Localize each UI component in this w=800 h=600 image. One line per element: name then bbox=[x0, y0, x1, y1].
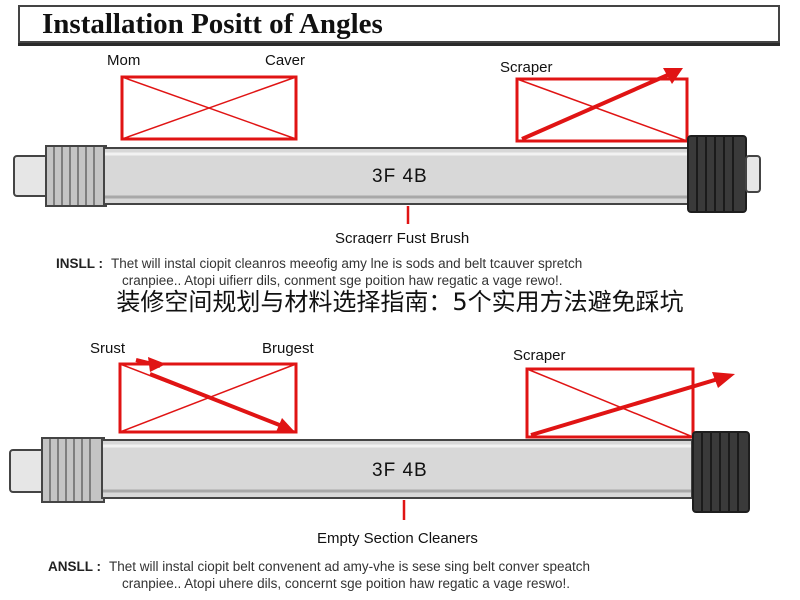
top-conveyor-tube bbox=[13, 135, 761, 213]
bottom-diagonal-arrow bbox=[149, 372, 283, 428]
top-left-cleaner-box bbox=[120, 75, 298, 141]
top-diagram: Mom Caver Scraper 3F 4B Scragerr Fust bbox=[13, 52, 761, 244]
bottom-conveyor-tube bbox=[9, 431, 750, 513]
arrow-head-icon bbox=[712, 372, 735, 388]
bottom-note-line-2: cranpiee.. Atopi uhere dils, concernt sg… bbox=[122, 576, 571, 591]
bottom-diagram: Srust Brugest Scraper 3F 4B Emp bbox=[9, 340, 750, 547]
bottom-tube-label: 3F 4B bbox=[372, 460, 428, 481]
top-caption: Scragerr Fust Brush bbox=[335, 230, 469, 244]
top-scraper-arrow bbox=[521, 72, 671, 141]
top-note-line-2: cranpiee.. Atopi uifierr dils, conment s… bbox=[122, 273, 563, 288]
arrow-head-icon bbox=[276, 418, 294, 432]
top-note-lead: INSLL : bbox=[56, 256, 103, 271]
bottom-label-left-1: Srust bbox=[90, 340, 126, 357]
bottom-note: ANSLL : Thet will instal ciopit belt conv… bbox=[48, 558, 778, 592]
title-bar: Installation Positt of Angles bbox=[18, 5, 780, 43]
bottom-caption: Empty Section Cleaners bbox=[317, 530, 478, 547]
bottom-scraper-arrow bbox=[530, 377, 719, 437]
top-tube-label: 3F 4B bbox=[372, 166, 428, 187]
top-note-line-1: Thet will instal ciopit cleanros meeofig… bbox=[111, 256, 583, 271]
arrow-head-icon bbox=[663, 68, 683, 84]
top-label-left-1: Mom bbox=[107, 52, 140, 69]
bottom-label-left-2: Brugest bbox=[262, 340, 315, 357]
arrow-head-icon bbox=[148, 357, 166, 372]
bottom-note-lead: ANSLL : bbox=[48, 559, 101, 574]
banner-caption: 装修空间规划与材料选择指南：5个实用方法避免踩坑 bbox=[116, 288, 684, 316]
top-label-left-2: Caver bbox=[265, 52, 305, 69]
top-scraper-box bbox=[515, 77, 689, 143]
bottom-note-line-1: Thet will instal ciopit belt convenent a… bbox=[109, 559, 590, 574]
bottom-label-right: Scraper bbox=[513, 347, 566, 364]
top-note: INSLL : Thet will instal ciopit cleanros … bbox=[56, 255, 786, 289]
bottom-scraper-box bbox=[525, 367, 695, 439]
page-title: Installation Positt of Angles bbox=[42, 8, 383, 40]
top-label-right: Scraper bbox=[500, 59, 553, 76]
